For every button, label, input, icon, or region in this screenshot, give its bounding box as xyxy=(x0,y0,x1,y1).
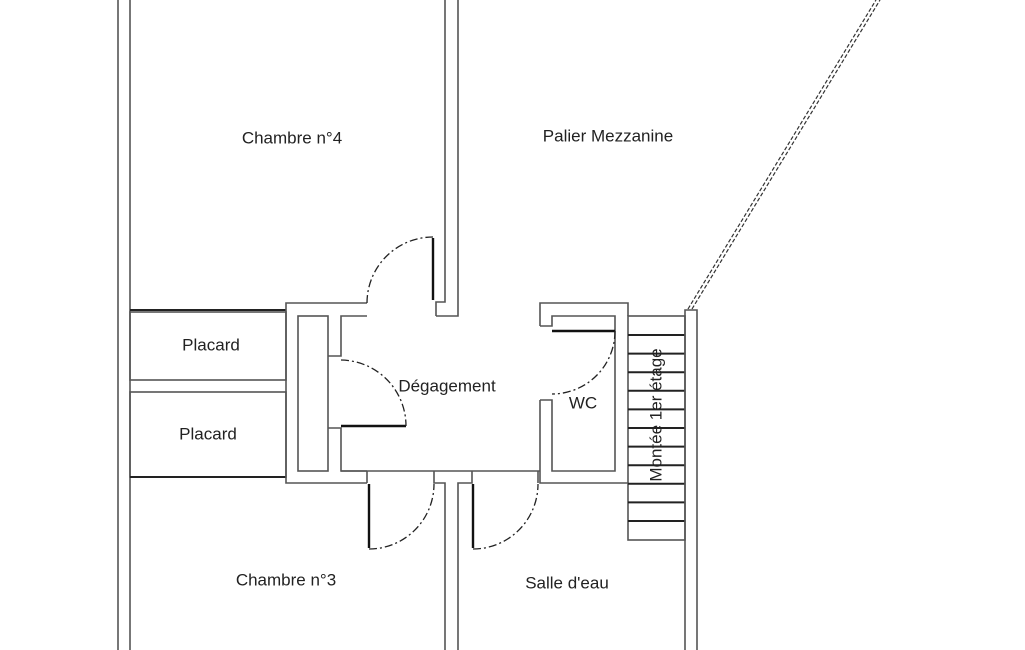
label-stairs: Montée 1er étage xyxy=(646,348,665,481)
door-chambre4 xyxy=(366,236,435,304)
placards xyxy=(129,309,287,478)
label-placard-2: Placard xyxy=(179,424,237,443)
door-chambre3 xyxy=(367,483,435,550)
right-wall xyxy=(684,309,698,650)
label-palier-mezzanine: Palier Mezzanine xyxy=(543,126,673,145)
label-salle-eau: Salle d'eau xyxy=(525,573,609,592)
label-chambre3: Chambre n°3 xyxy=(236,570,336,589)
label-chambre4: Chambre n°4 xyxy=(242,128,342,147)
closet-block xyxy=(285,302,367,484)
left-exterior-wall xyxy=(117,0,131,650)
degagement-walls xyxy=(341,470,540,650)
mezzanine-guardrail xyxy=(687,0,881,310)
door-salle-eau xyxy=(471,483,539,550)
wc-walls xyxy=(539,302,629,484)
label-wc: WC xyxy=(569,393,597,412)
label-degagement: Dégagement xyxy=(398,376,496,395)
chambre4-right-wall xyxy=(435,0,459,317)
label-placard-1: Placard xyxy=(182,335,240,354)
stairs xyxy=(627,315,686,541)
door-placard xyxy=(340,359,407,428)
